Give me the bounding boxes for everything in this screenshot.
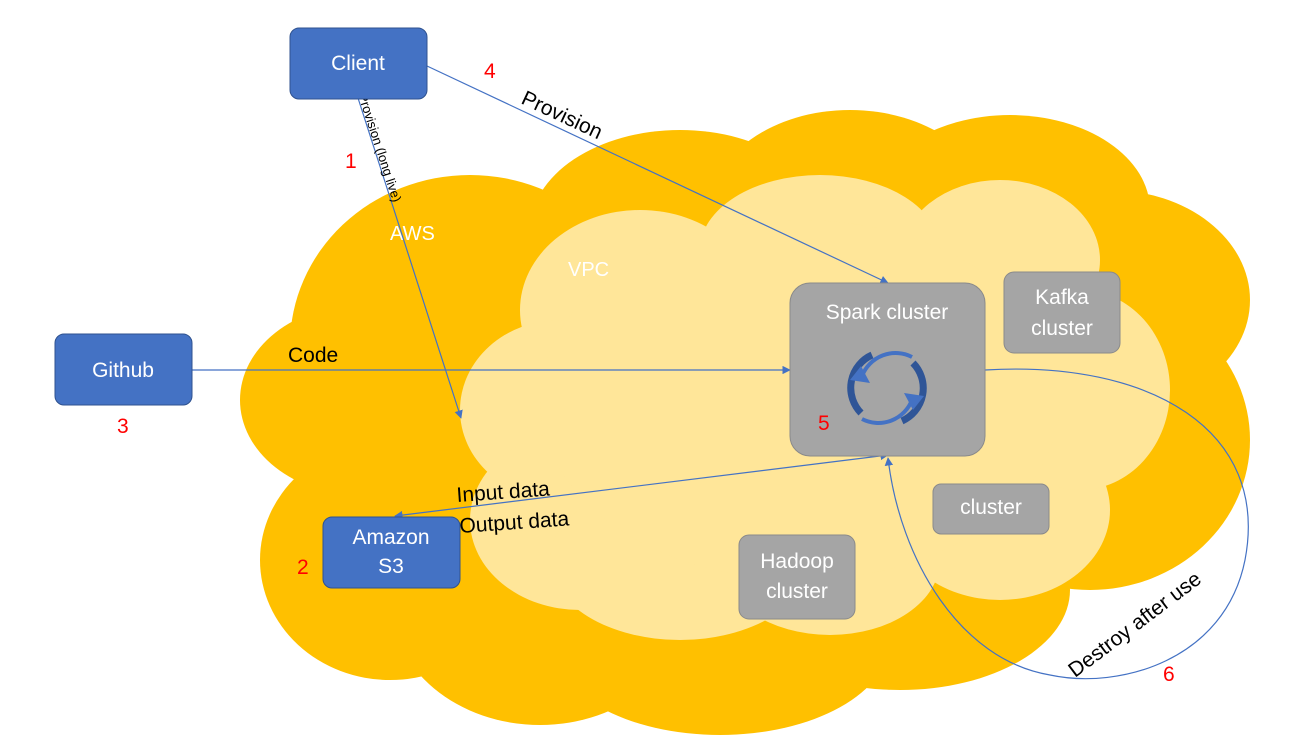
step-number-1: 1 [345, 150, 357, 173]
step-number-3: 3 [117, 415, 129, 438]
edge-spark-s3 [394, 451, 889, 520]
hadoop-label-line1: Hadoop [760, 550, 834, 573]
client-node[interactable]: Client [289, 27, 428, 100]
edge-label-code: Code [288, 344, 338, 367]
refresh-cycle-icon [847, 351, 927, 425]
s3-label-line1: Amazon [352, 526, 429, 549]
cluster-label: cluster [960, 496, 1022, 519]
vpc-label: VPC [568, 259, 609, 281]
aws-label: AWS [390, 223, 435, 245]
client-label: Client [331, 52, 385, 75]
edge-client-to-spark [426, 65, 889, 284]
edge-label-provision-long-live: Provision (long live) [355, 91, 404, 204]
spark-cluster-node[interactable]: Spark cluster [789, 282, 986, 457]
hadoop-cluster-node[interactable]: Hadoop cluster [738, 534, 856, 620]
step-number-4: 4 [484, 60, 496, 83]
s3-node[interactable]: Amazon S3 [322, 516, 461, 589]
kafka-label-line2: cluster [1031, 317, 1093, 340]
edge-client-to-vpc [357, 97, 463, 419]
step-number-5: 5 [818, 412, 830, 435]
step-number-2: 2 [297, 556, 309, 579]
github-label: Github [92, 359, 154, 382]
step-number-6: 6 [1163, 663, 1175, 686]
kafka-label-line1: Kafka [1035, 286, 1089, 309]
kafka-cluster-node[interactable]: Kafka cluster [1003, 271, 1121, 354]
spark-label: Spark cluster [826, 301, 949, 324]
github-node[interactable]: Github [54, 333, 193, 406]
edge-destroy [884, 368, 1249, 680]
s3-label-line2: S3 [378, 555, 404, 578]
generic-cluster-node[interactable]: cluster [932, 483, 1050, 535]
hadoop-label-line2: cluster [766, 580, 828, 603]
